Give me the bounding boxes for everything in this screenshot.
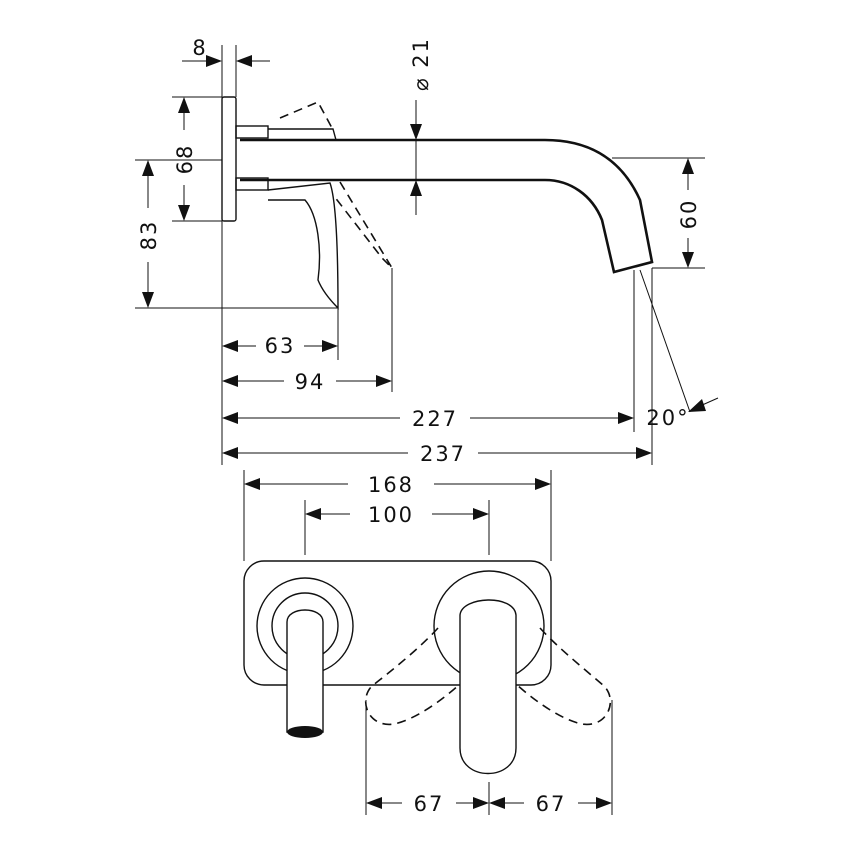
valve-stub-bottom — [235, 177, 269, 191]
dim-spout-drop: 60 — [677, 199, 701, 230]
dim-lever-depth: 63 — [265, 334, 296, 358]
dimension-labels: 8 ⌀ 21 68 83 60 63 94 227 237 20° 168 10… — [137, 36, 701, 816]
spout-front — [286, 609, 324, 733]
lever-handle — [267, 182, 339, 310]
lever-swing-right — [515, 627, 612, 726]
spray-line — [639, 269, 691, 413]
side-view — [221, 96, 691, 432]
front-dimension-arrows — [244, 478, 612, 809]
dim-pipe-diameter: ⌀ 21 — [409, 37, 433, 91]
back-plate — [243, 560, 552, 686]
front-extension-lines — [243, 470, 613, 815]
wall-rosette — [221, 96, 237, 222]
side-dimension-arrows — [142, 55, 719, 459]
dim-spout-reach: 227 — [412, 407, 458, 431]
spout-outlet — [287, 726, 323, 738]
lever-swing-down — [333, 181, 393, 269]
valve-stub-top — [235, 125, 269, 139]
front-view — [243, 560, 612, 775]
dim-lever-height: 83 — [137, 220, 161, 251]
dim-rosette-height: 68 — [173, 144, 197, 175]
dim-lever-swing-depth: 94 — [295, 370, 326, 394]
dim-plate-width: 168 — [368, 473, 414, 497]
lever-front — [459, 599, 517, 775]
lever-housing — [268, 128, 337, 141]
dim-lever-swing-left: 67 — [414, 792, 445, 816]
lever-swing-left — [364, 627, 461, 726]
lever-swing-up — [279, 100, 333, 129]
side-extension-lines — [135, 45, 705, 465]
dim-spray-angle: 20° — [646, 406, 689, 430]
dim-center-distance: 100 — [368, 503, 414, 527]
dim-total-reach: 237 — [420, 442, 466, 466]
spout-pipe — [240, 138, 654, 274]
dim-lever-swing-right: 67 — [536, 792, 567, 816]
dim-rosette-thickness: 8 — [192, 36, 207, 60]
